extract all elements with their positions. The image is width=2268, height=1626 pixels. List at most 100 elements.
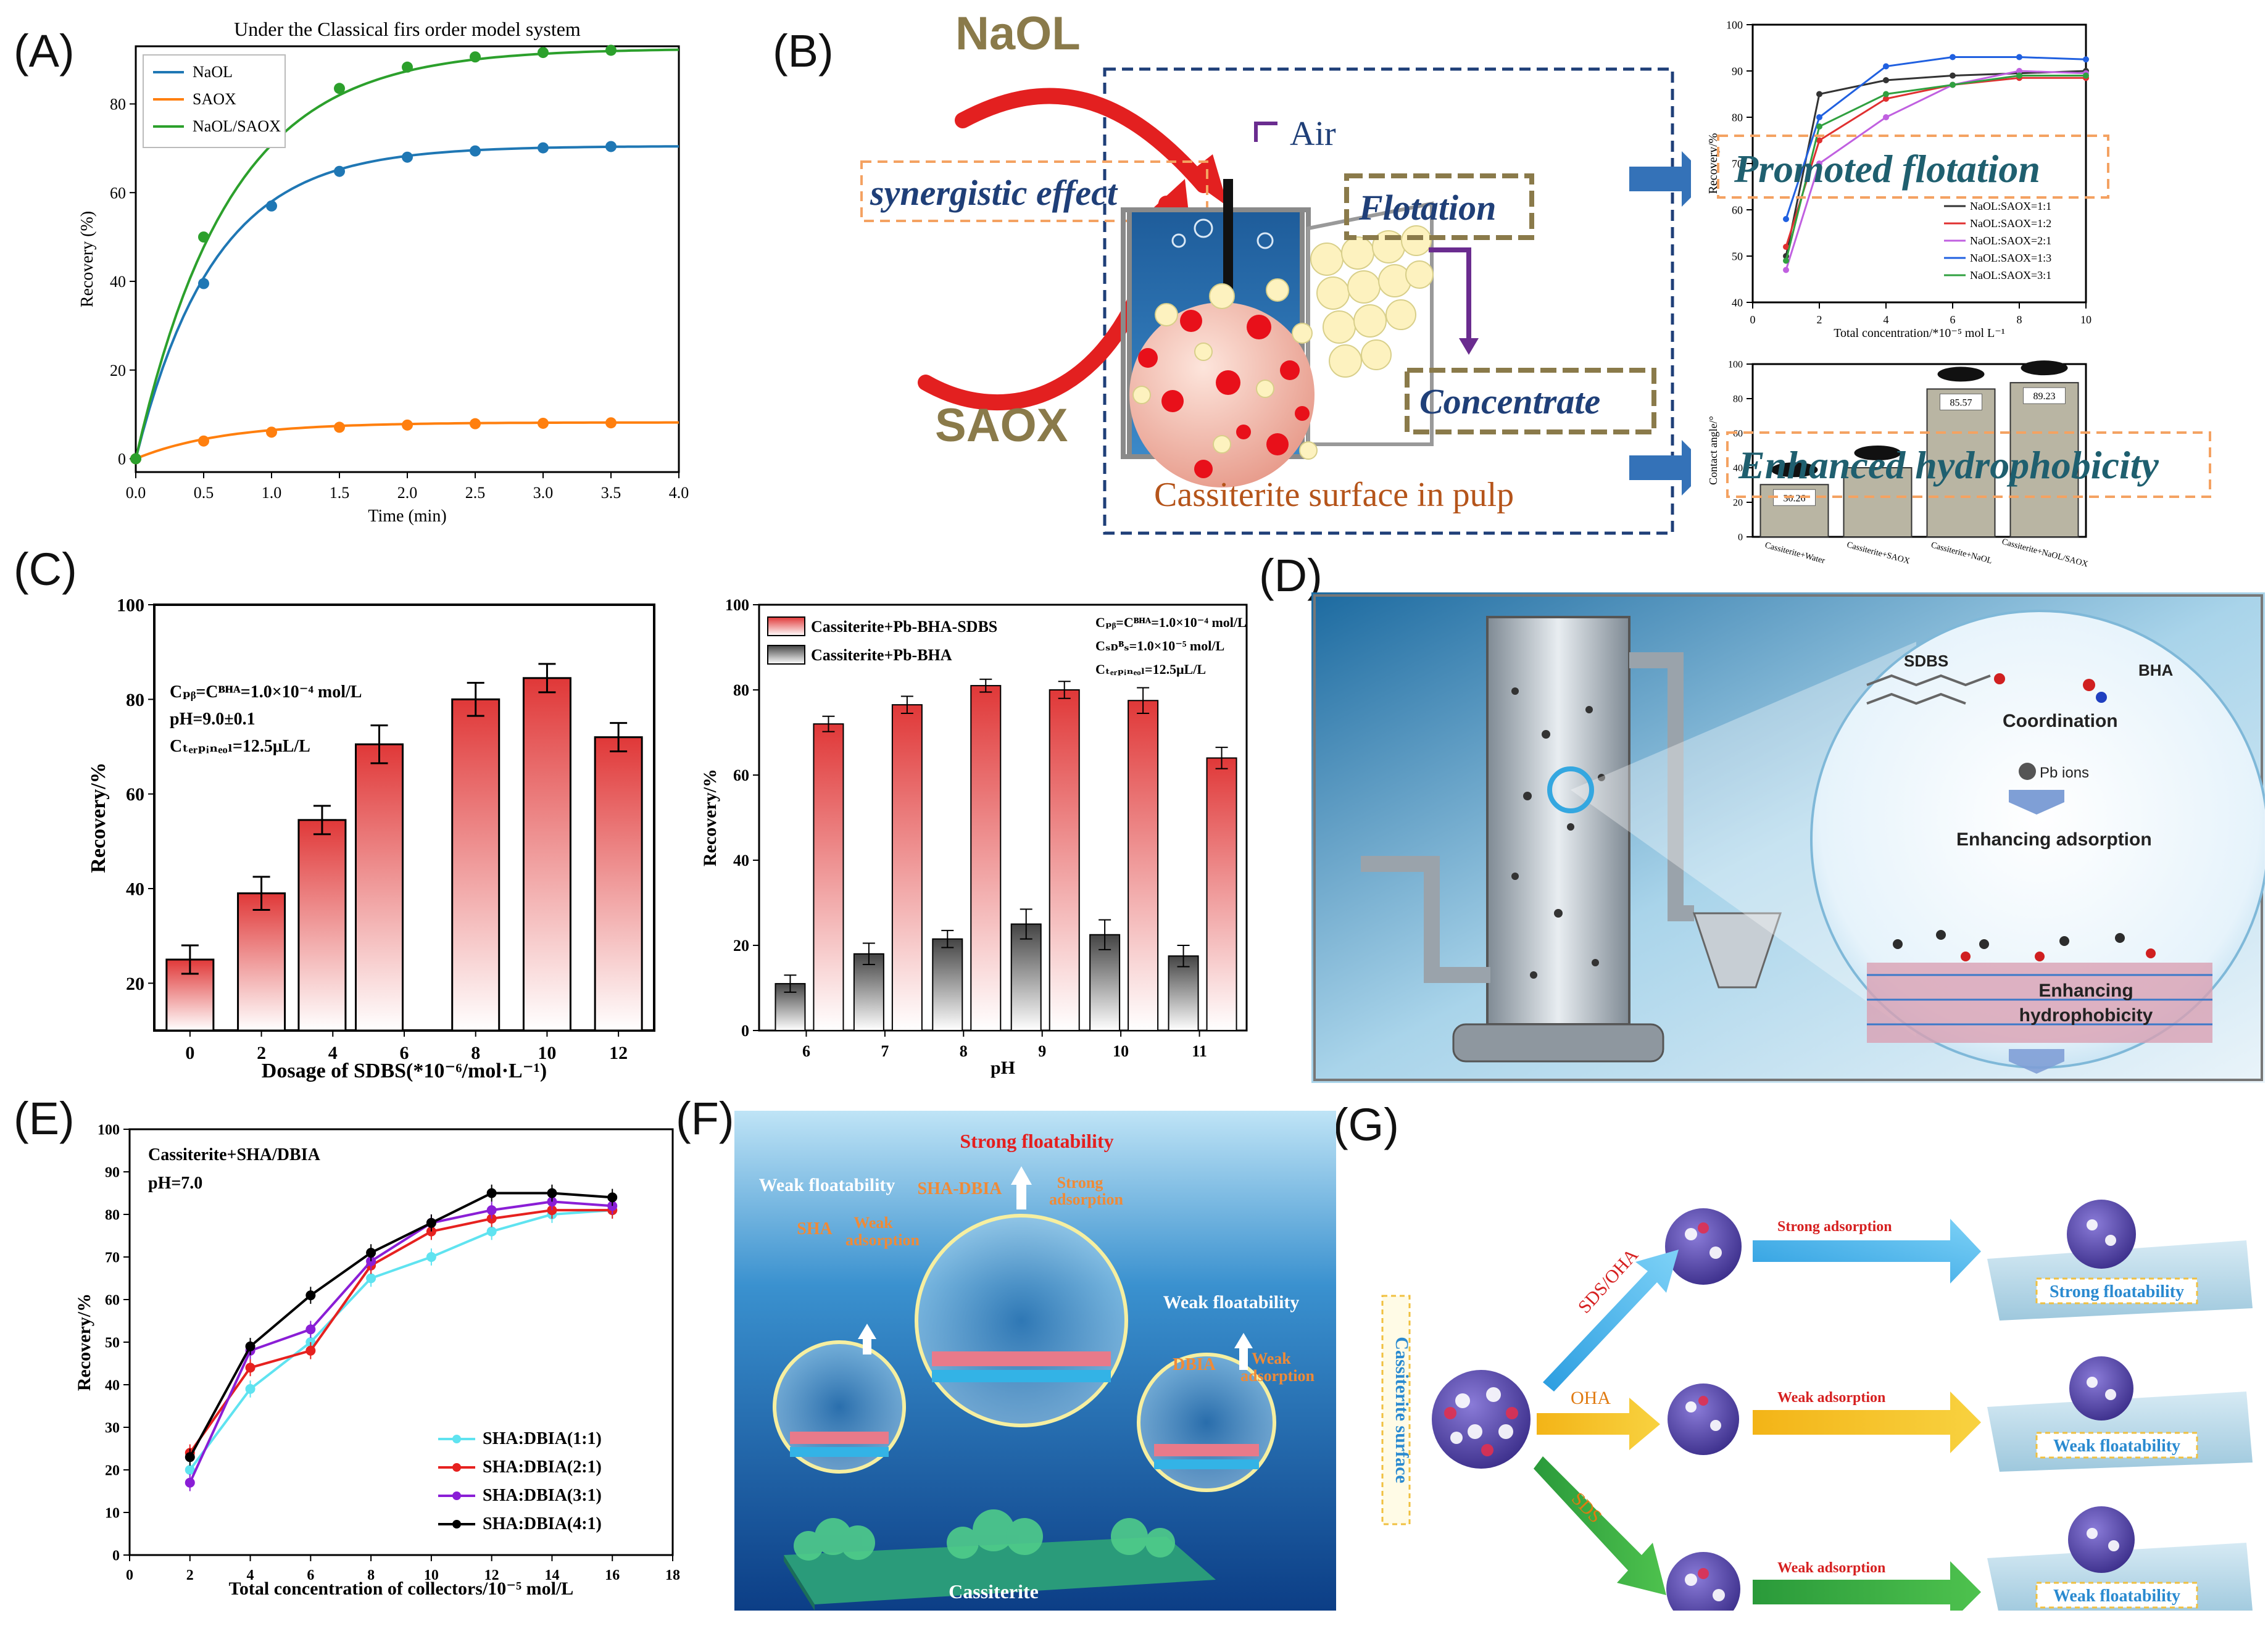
weak-float-right: Weak floatability: [1163, 1292, 1300, 1313]
data-point: [402, 151, 413, 163]
series-line: [1785, 70, 2087, 257]
data-point: [305, 1345, 316, 1356]
bar: [1843, 467, 1913, 537]
legend-label: Cassiterite+Pb-BHA-SDBS: [811, 618, 997, 636]
data-point: [605, 417, 617, 429]
data-point: [305, 1290, 316, 1301]
data-point: [1816, 137, 1822, 144]
data-point: [1950, 54, 1956, 60]
panel-label-e: (E): [14, 1093, 75, 1144]
data-point: [426, 1252, 436, 1262]
bar: [2009, 382, 2079, 537]
bar-label: 89.23: [2033, 391, 2056, 402]
enhanced-arrow: [1629, 440, 1691, 496]
legend-marker: [452, 1463, 461, 1472]
x-tick-label: 6: [400, 1043, 409, 1063]
x-tick-label: 12: [609, 1043, 628, 1063]
y-tick-label: 40: [733, 852, 749, 869]
data-point: [2016, 54, 2022, 60]
legend-marker: [452, 1491, 461, 1500]
synergy-label: synergistic effect: [870, 173, 1118, 213]
x-tick-label: 4.0: [669, 484, 689, 502]
y-tick-label: 60: [126, 784, 144, 805]
y-tick-label: 100: [725, 596, 749, 614]
weak-ads-left-2: adsorption: [845, 1231, 920, 1249]
legend-label: SHA:DBIA(1:1): [483, 1429, 602, 1448]
y-tick-label: 0: [112, 1548, 120, 1564]
series-line: [189, 1209, 613, 1454]
x-tick-label: 8: [367, 1567, 375, 1583]
legend-label: NaOL:SAOX=1:1: [1970, 200, 2051, 212]
x-tick-label: 8: [2017, 313, 2022, 326]
bar: [853, 953, 884, 1031]
x-tick-label: 10: [424, 1567, 439, 1583]
data-point: [1783, 267, 1789, 273]
y-tick-label: 80: [1732, 111, 1743, 123]
bar: [891, 704, 923, 1031]
chart-e-xlabel: Total concentration of collectors/10⁻⁵ m…: [229, 1578, 574, 1599]
annotation: Cₜₑᵣₚᵢₙₑₒₗ=12.5μL/L: [170, 737, 310, 756]
chart-a-xlabel: Time (min): [368, 507, 446, 526]
bar: [297, 819, 347, 1032]
data-point: [2016, 72, 2022, 79]
annotation: Cₜₑᵣₚᵢₙₑₒₗ=12.5μL/L: [1095, 662, 1206, 677]
x-tick-label: 8: [471, 1043, 480, 1063]
enhancing-hyd-label-top: Enhancing: [2038, 981, 2133, 1001]
y-tick-label: 80: [1733, 394, 1743, 405]
x-tick-label: 0: [1750, 313, 1756, 326]
data-point: [198, 278, 209, 289]
x-tick-label: 18: [665, 1567, 680, 1583]
bar: [1926, 388, 1996, 537]
flotation-label: Flotation: [1358, 188, 1496, 228]
x-tick-label: 16: [605, 1567, 620, 1583]
data-point: [607, 1192, 618, 1203]
y-tick-label: 40: [126, 879, 144, 900]
bar: [932, 938, 963, 1032]
bar: [522, 677, 571, 1032]
annotation: Cassiterite+SHA/DBIA: [148, 1145, 321, 1164]
chart-b-ylabel: Recovery/%: [1706, 133, 1720, 194]
legend-marker: [452, 1435, 461, 1443]
bar-label-box: [1940, 393, 1982, 410]
legend-label: NaOL: [193, 63, 233, 81]
series-line: [1785, 56, 2087, 220]
y-tick-label: 80: [733, 681, 749, 699]
chart-a-title: Under the Classical firs order model sys…: [234, 18, 581, 40]
x-tick-label: 1.0: [262, 484, 282, 502]
y-tick-label: 40: [110, 273, 126, 291]
data-point: [266, 426, 277, 438]
bar: [970, 685, 1002, 1032]
bar-label: 85.57: [1950, 397, 1972, 408]
data-point: [2083, 72, 2089, 79]
y-tick-label: 0: [118, 450, 126, 468]
saox-label: SAOX: [935, 399, 1068, 452]
x-tick-label: Cassiterite+Water: [1764, 541, 1826, 565]
chart-c-left-ylabel: Recovery/%: [87, 762, 110, 873]
x-tick-label: 10: [1113, 1042, 1129, 1060]
panel-label-g: (G): [1333, 1099, 1399, 1150]
surface-label: Cassiterite surface in pulp: [1154, 476, 1514, 514]
droplet: [1854, 446, 1901, 460]
y-tick-label: 60: [1733, 429, 1743, 439]
x-tick-label: 10: [538, 1043, 556, 1063]
chart-c-right-ylabel: Recovery/%: [700, 769, 720, 866]
sha-label: SHA: [797, 1219, 833, 1238]
schematic-b: NaOL SAOX Air synergistic effect Flotati…: [860, 7, 1691, 535]
x-tick-label: Cassiterite+NaOL: [1930, 541, 1993, 566]
bar: [1089, 934, 1121, 1031]
y-tick-label: 40: [1733, 463, 1743, 474]
bar: [237, 892, 286, 1032]
bar: [1168, 955, 1199, 1031]
chart-c-right-xlabel: pH: [991, 1058, 1015, 1078]
data-point: [426, 1217, 436, 1228]
y-tick-label: 60: [110, 184, 126, 202]
data-point: [185, 1452, 195, 1462]
x-tick-label: 1.5: [330, 484, 350, 502]
data-point: [605, 44, 617, 56]
data-point: [334, 421, 345, 433]
data-point: [1816, 160, 1822, 167]
x-tick-label: 2.5: [465, 484, 486, 502]
